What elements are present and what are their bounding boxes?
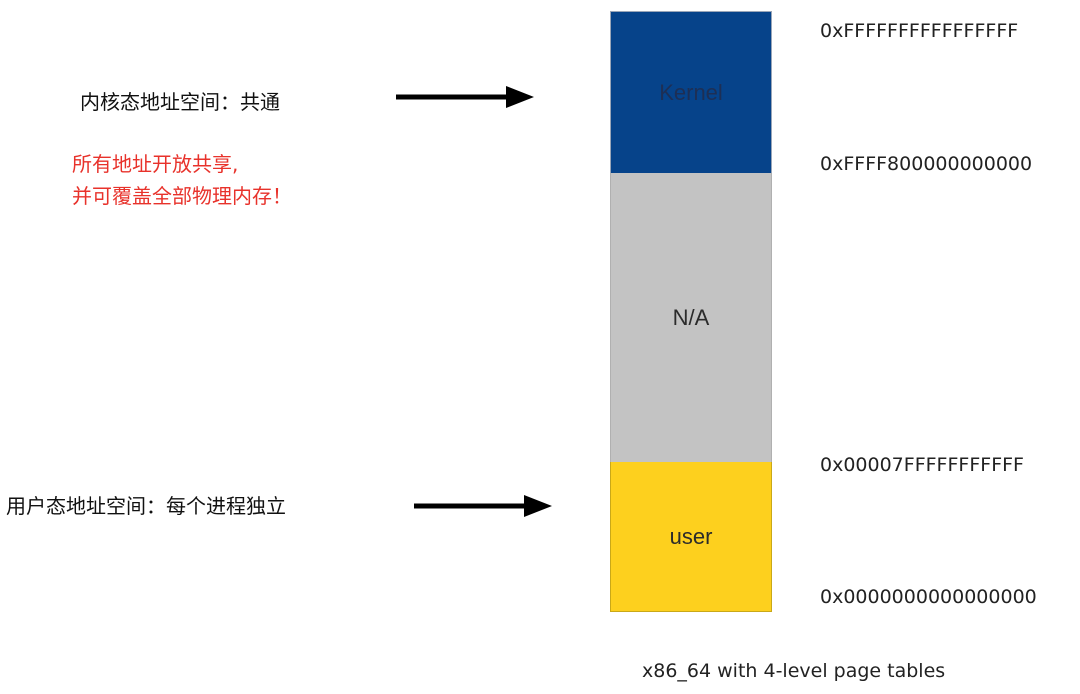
right-arrow-icon (396, 86, 534, 108)
address-top: 0xFFFFFFFFFFFFFFFF (820, 20, 1019, 42)
kernel-note-line2: 并可覆盖全部物理内存！ (72, 184, 292, 208)
na-segment: N/A (610, 173, 772, 462)
kernel-note-line1: 所有地址开放共享, (72, 152, 239, 176)
user-space-label: 用户态地址空间：每个进程独立 (6, 494, 286, 518)
right-arrow-icon (414, 495, 552, 517)
address-kernel-base: 0xFFFF800000000000 (820, 153, 1033, 175)
user-segment-label: user (669, 523, 713, 549)
diagram-caption: x86_64 with 4-level page tables (642, 660, 946, 682)
user-segment: user (610, 462, 772, 612)
kernel-segment-label: Kernel (659, 79, 723, 105)
kernel-segment: Kernel (610, 11, 772, 173)
na-segment-label: N/A (672, 304, 710, 330)
kernel-space-label: 内核态地址空间：共通 (80, 90, 280, 114)
address-bottom: 0x0000000000000000 (820, 586, 1037, 608)
address-user-top: 0x00007FFFFFFFFFFF (820, 454, 1024, 476)
